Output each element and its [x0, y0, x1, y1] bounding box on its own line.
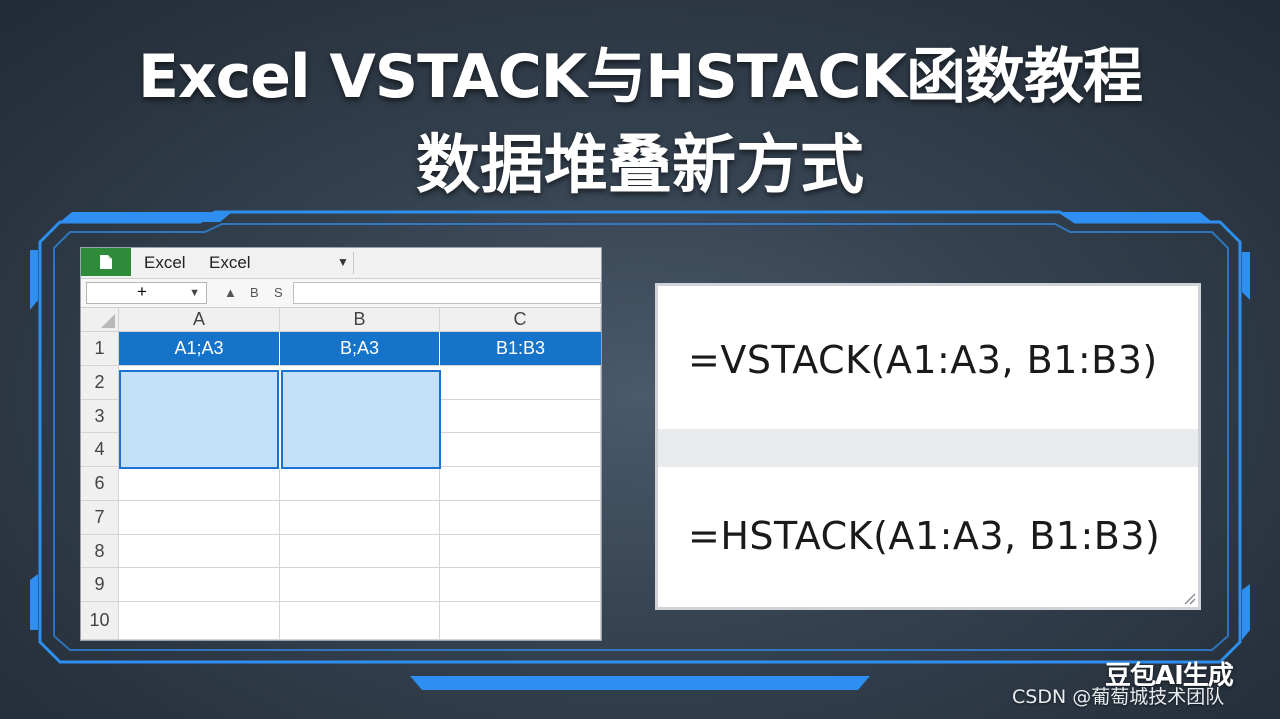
row-header-7[interactable]: 7: [81, 501, 119, 535]
formula-panel: =VSTACK(A1:A3, B1:B3) =HSTACK(A1:A3, B1:…: [655, 283, 1201, 610]
formula-bar: + ▼ ▲ B S: [81, 279, 601, 308]
cell-c10[interactable]: [440, 602, 601, 640]
row-header-4[interactable]: 4: [81, 433, 119, 467]
column-header-b[interactable]: B: [280, 308, 440, 332]
menu-divider: [353, 252, 354, 274]
column-header-a[interactable]: A: [119, 308, 280, 332]
cell-c9[interactable]: [440, 568, 601, 602]
cell-a9[interactable]: [119, 568, 280, 602]
cell-a8[interactable]: [119, 535, 280, 568]
title-line-2: 数据堆叠新方式: [416, 129, 864, 203]
formula-input[interactable]: [293, 282, 601, 304]
menu-item-excel-2[interactable]: Excel: [209, 253, 251, 272]
cell-b8[interactable]: [280, 535, 440, 568]
selected-range-a2-a4[interactable]: [119, 370, 279, 469]
row-header-2[interactable]: 2: [81, 366, 119, 400]
cell-b9[interactable]: [280, 568, 440, 602]
sort-up-icon[interactable]: ▲: [224, 285, 237, 300]
cell-a6[interactable]: [119, 467, 280, 501]
ai-generated-logo: 豆包AI生成: [1105, 661, 1234, 691]
menu-bar: Excel Excel ▼: [81, 248, 601, 279]
formula-divider: [658, 429, 1198, 467]
row-header-3[interactable]: 3: [81, 400, 119, 433]
select-all-corner[interactable]: [81, 308, 119, 332]
cell-c8[interactable]: [440, 535, 601, 568]
cell-a10[interactable]: [119, 602, 280, 640]
dropdown-arrow-icon[interactable]: ▼: [337, 255, 349, 269]
cell-c7[interactable]: [440, 501, 601, 535]
row-header-8[interactable]: 8: [81, 535, 119, 568]
cell-b7[interactable]: [280, 501, 440, 535]
title-line-1: Excel VSTACK与HSTACK函数教程: [138, 42, 1143, 112]
selected-range-b2-b4[interactable]: [281, 370, 441, 469]
menu-item-excel-1[interactable]: Excel: [144, 253, 186, 272]
spreadsheet-file-icon[interactable]: [81, 248, 131, 276]
bold-icon[interactable]: B: [250, 285, 259, 300]
corner-triangle-icon: [101, 314, 115, 328]
watermark-credit: CSDN @葡萄城技术团队: [1012, 686, 1225, 708]
hstack-formula: =HSTACK(A1:A3, B1:B3): [688, 514, 1161, 558]
row-header-6[interactable]: 6: [81, 467, 119, 501]
resize-grip-icon[interactable]: [1182, 591, 1196, 605]
cell-c3[interactable]: [440, 400, 601, 433]
cell-b1[interactable]: B;A3: [280, 332, 440, 366]
name-box-value: +: [137, 282, 147, 301]
column-header-c[interactable]: C: [440, 308, 601, 332]
name-box[interactable]: + ▼: [86, 282, 207, 304]
spreadsheet-window: Excel Excel ▼ + ▼ ▲ B S A B C 1 2 3 4 6 …: [80, 247, 602, 641]
cell-b6[interactable]: [280, 467, 440, 501]
strike-icon[interactable]: S: [274, 285, 283, 300]
cell-a1[interactable]: A1;A3: [119, 332, 280, 366]
row-header-9[interactable]: 9: [81, 568, 119, 602]
row-header-10[interactable]: 10: [81, 602, 119, 640]
chevron-down-icon[interactable]: ▼: [189, 287, 200, 299]
cell-c2[interactable]: [440, 366, 601, 400]
row-header-1[interactable]: 1: [81, 332, 119, 366]
cell-a7[interactable]: [119, 501, 280, 535]
cell-c6[interactable]: [440, 467, 601, 501]
cell-c1[interactable]: B1:B3: [440, 332, 601, 366]
vstack-formula: =VSTACK(A1:A3, B1:B3): [688, 338, 1158, 382]
cell-c4[interactable]: [440, 433, 601, 467]
cell-b10[interactable]: [280, 602, 440, 640]
